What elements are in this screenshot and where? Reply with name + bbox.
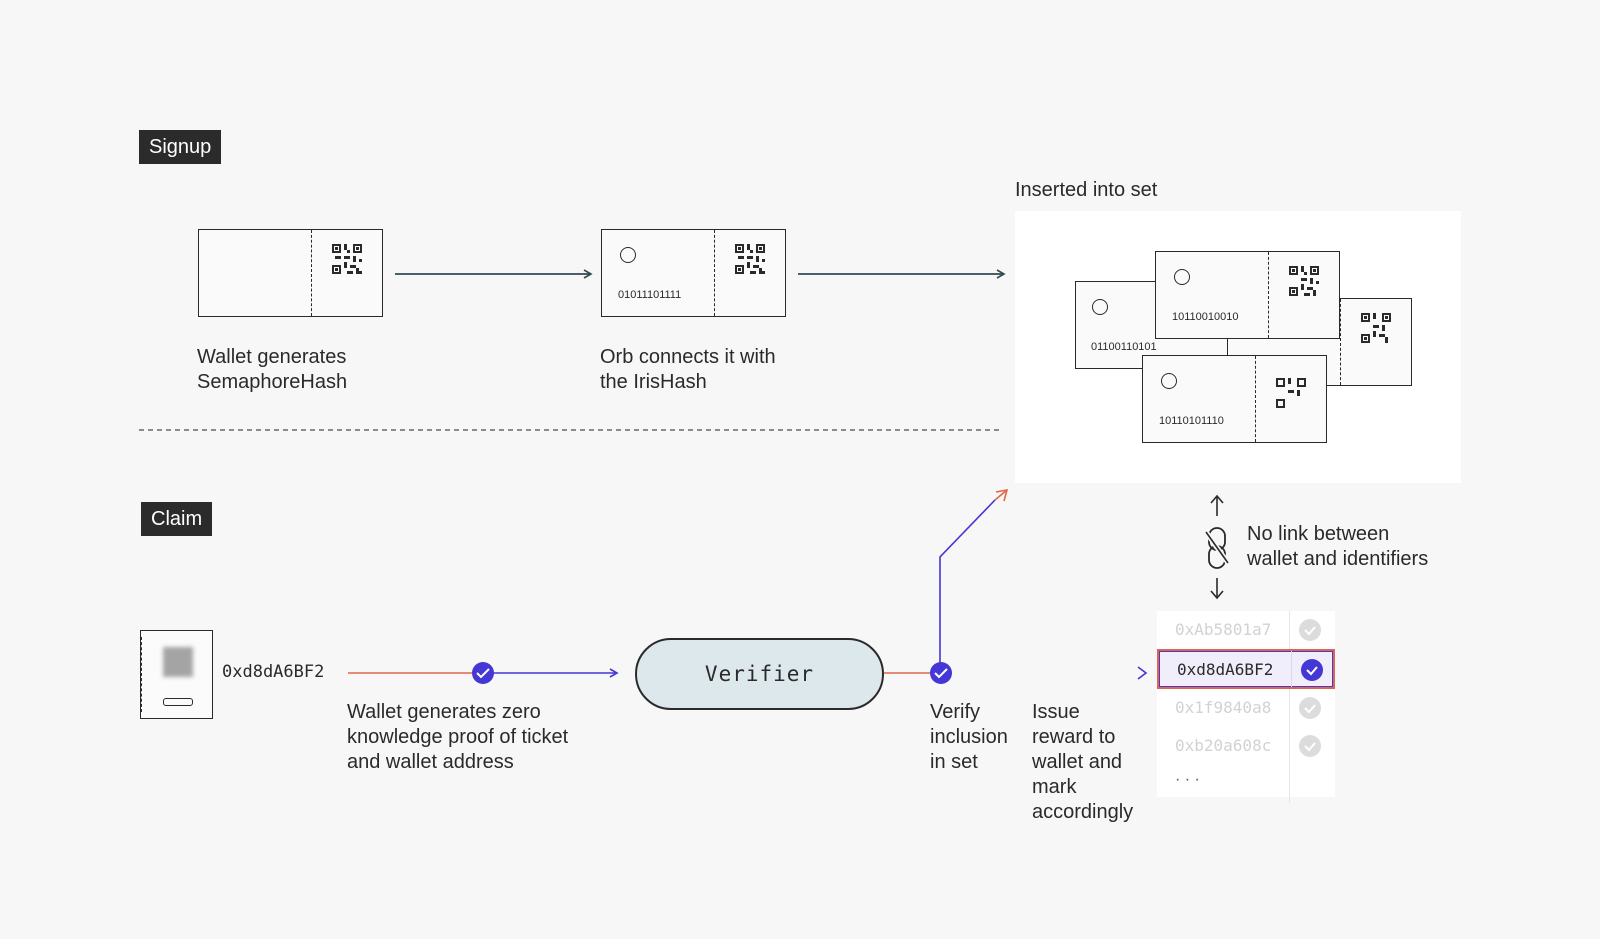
address-table: 0xAb5801a7 0xd8dA6BF2 0x1f9840a8 0xb20a6… xyxy=(1157,611,1335,803)
check-circle-icon xyxy=(1301,659,1323,681)
check-circle-icon xyxy=(930,662,952,684)
check-circle-icon xyxy=(1299,735,1321,757)
qr-code-icon xyxy=(1289,266,1319,296)
qr-code-icon xyxy=(735,244,765,274)
table-row-selected: 0xd8dA6BF2 xyxy=(1157,649,1335,689)
iris-ticket: 01011101111 xyxy=(601,229,786,317)
table-row: 0x1f9840a8 xyxy=(1157,689,1332,727)
table-row: 0xb20a608c xyxy=(1157,727,1332,765)
table-row: 0xAb5801a7 xyxy=(1157,611,1332,649)
wallet-device xyxy=(140,630,213,719)
semaphore-ticket xyxy=(198,229,383,317)
check-circle-icon xyxy=(472,662,494,684)
check-circle-icon xyxy=(1299,697,1321,719)
qr-code-icon xyxy=(163,647,193,677)
identity-set: 01100110101 10110010010 10110101110 xyxy=(1015,211,1461,483)
table-row: · · · xyxy=(1157,765,1332,803)
qr-code-icon xyxy=(1361,313,1391,343)
set-title: Inserted into set xyxy=(1015,179,1158,201)
arrow-up-icon xyxy=(1210,494,1224,516)
claim-label: Claim xyxy=(141,502,213,536)
set-ticket: 10110101110 xyxy=(1142,355,1327,443)
arrow-down-icon xyxy=(1210,578,1224,600)
signup-label: Signup xyxy=(139,130,222,164)
verifier-node: Verifier xyxy=(635,638,884,710)
set-ticket: 10110010010 xyxy=(1155,251,1340,339)
wallet-address: 0xd8dA6BF2 xyxy=(222,662,325,682)
qr-code-icon xyxy=(1276,378,1306,408)
chain-link-icon xyxy=(1203,527,1231,569)
check-circle-icon xyxy=(1299,619,1321,641)
inclusion-check-line xyxy=(939,499,996,673)
qr-code-icon xyxy=(332,244,362,274)
